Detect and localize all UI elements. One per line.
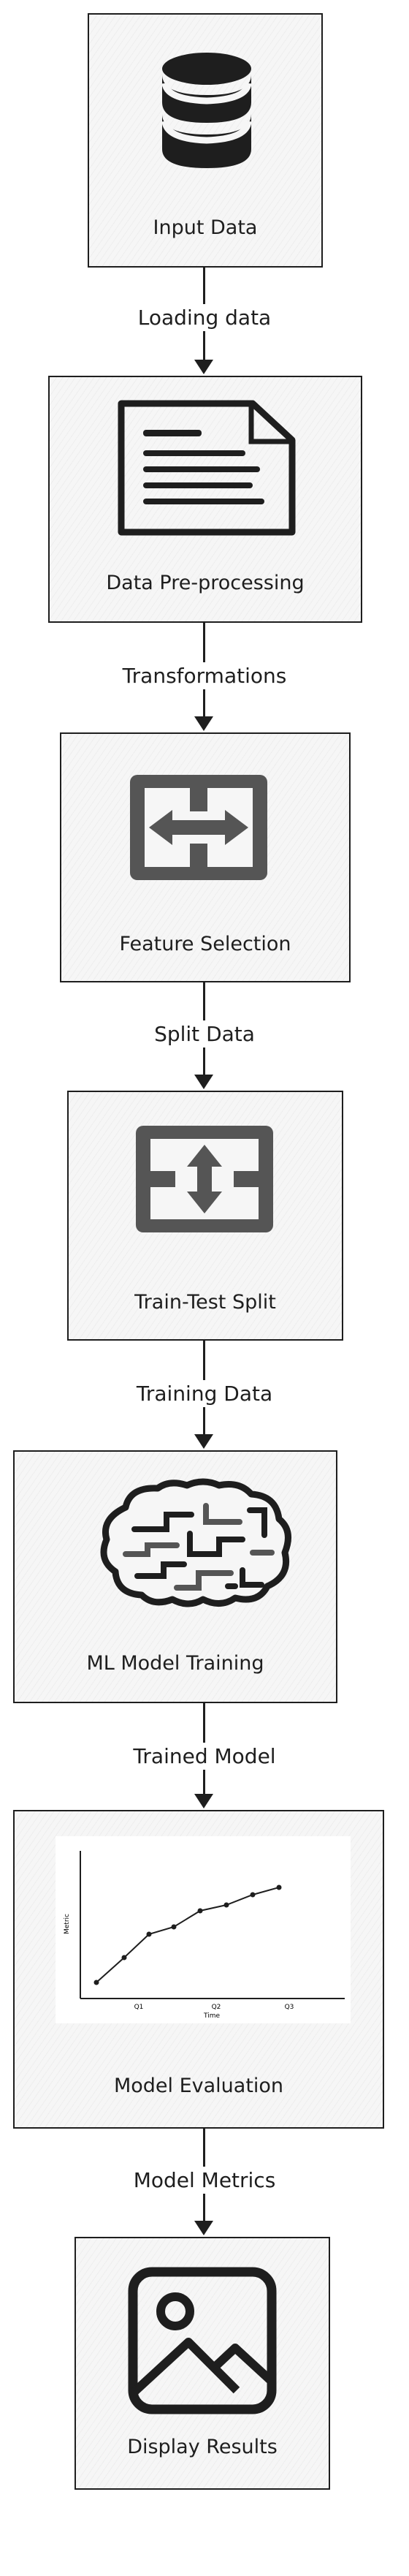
metric-point [146, 1931, 152, 1937]
horizontal-split-arrows-icon [130, 775, 267, 880]
edge-label: Training Data [0, 1380, 409, 1407]
node-label: Model Evaluation [113, 2075, 284, 2097]
line-chart-icon: Metric Q1 Q2 Q3 Time [56, 1836, 351, 2023]
arrowhead [194, 716, 213, 731]
node-label: Data Pre-processing [106, 572, 305, 594]
edge-transformations: Transformations [0, 623, 409, 732]
node-display-results[interactable]: Display Results [74, 2237, 330, 2490]
node-feature-selection[interactable]: Feature Selection [60, 732, 351, 982]
x-tick-label: Q3 [285, 2004, 294, 2011]
document-icon [118, 400, 296, 536]
node-label: Input Data [153, 216, 258, 239]
node-ml-model-training[interactable]: ML Model Training [13, 1450, 337, 1703]
metric-point [171, 1924, 177, 1930]
edge-label: Loading data [0, 304, 409, 331]
metric-point [93, 1980, 99, 1985]
arrowhead [194, 1075, 213, 1089]
node-input-data[interactable]: Input Data [88, 13, 323, 268]
metric-point [223, 1902, 229, 1908]
arrowhead [194, 360, 213, 374]
edge-label: Transformations [0, 662, 409, 689]
database-icon [161, 53, 252, 168]
node-label: Train-Test Split [134, 1291, 276, 1314]
metric-point [276, 1884, 282, 1890]
x-tick-label: Q2 [212, 2004, 221, 2011]
arrowhead [194, 1794, 213, 1808]
vertical-split-arrows-icon [136, 1126, 273, 1232]
edge-label: Split Data [0, 1020, 409, 1048]
x-axis-label: Time [203, 2012, 220, 2020]
metric-point [250, 1892, 256, 1898]
y-axis-label: Metric [64, 1914, 71, 1934]
edge-label: Trained Model [0, 1743, 409, 1770]
metric-point [121, 1955, 127, 1961]
image-icon [128, 2267, 277, 2414]
edge-loading-data: Loading data [0, 268, 409, 376]
node-label: ML Model Training [86, 1652, 264, 1675]
brain-icon [100, 1478, 291, 1607]
node-data-preprocessing[interactable]: Data Pre-processing [48, 376, 362, 623]
node-model-evaluation[interactable]: Metric Q1 Q2 Q3 Time Model Evaluation [13, 1810, 384, 2129]
edge-trained-model: Trained Model [0, 1703, 409, 1810]
arrowhead [194, 2221, 213, 2235]
node-label: Display Results [127, 2436, 278, 2458]
node-train-test-split[interactable]: Train-Test Split [67, 1091, 343, 1341]
edge-split-data: Split Data [0, 982, 409, 1091]
metric-point [197, 1908, 203, 1914]
edge-model-metrics: Model Metrics [0, 2129, 409, 2237]
node-label: Feature Selection [119, 933, 291, 955]
edge-training-data: Training Data [0, 1341, 409, 1450]
x-tick-label: Q1 [134, 2004, 144, 2011]
metric-line [96, 1887, 280, 1983]
arrowhead [194, 1434, 213, 1449]
edge-label: Model Metrics [0, 2167, 409, 2194]
